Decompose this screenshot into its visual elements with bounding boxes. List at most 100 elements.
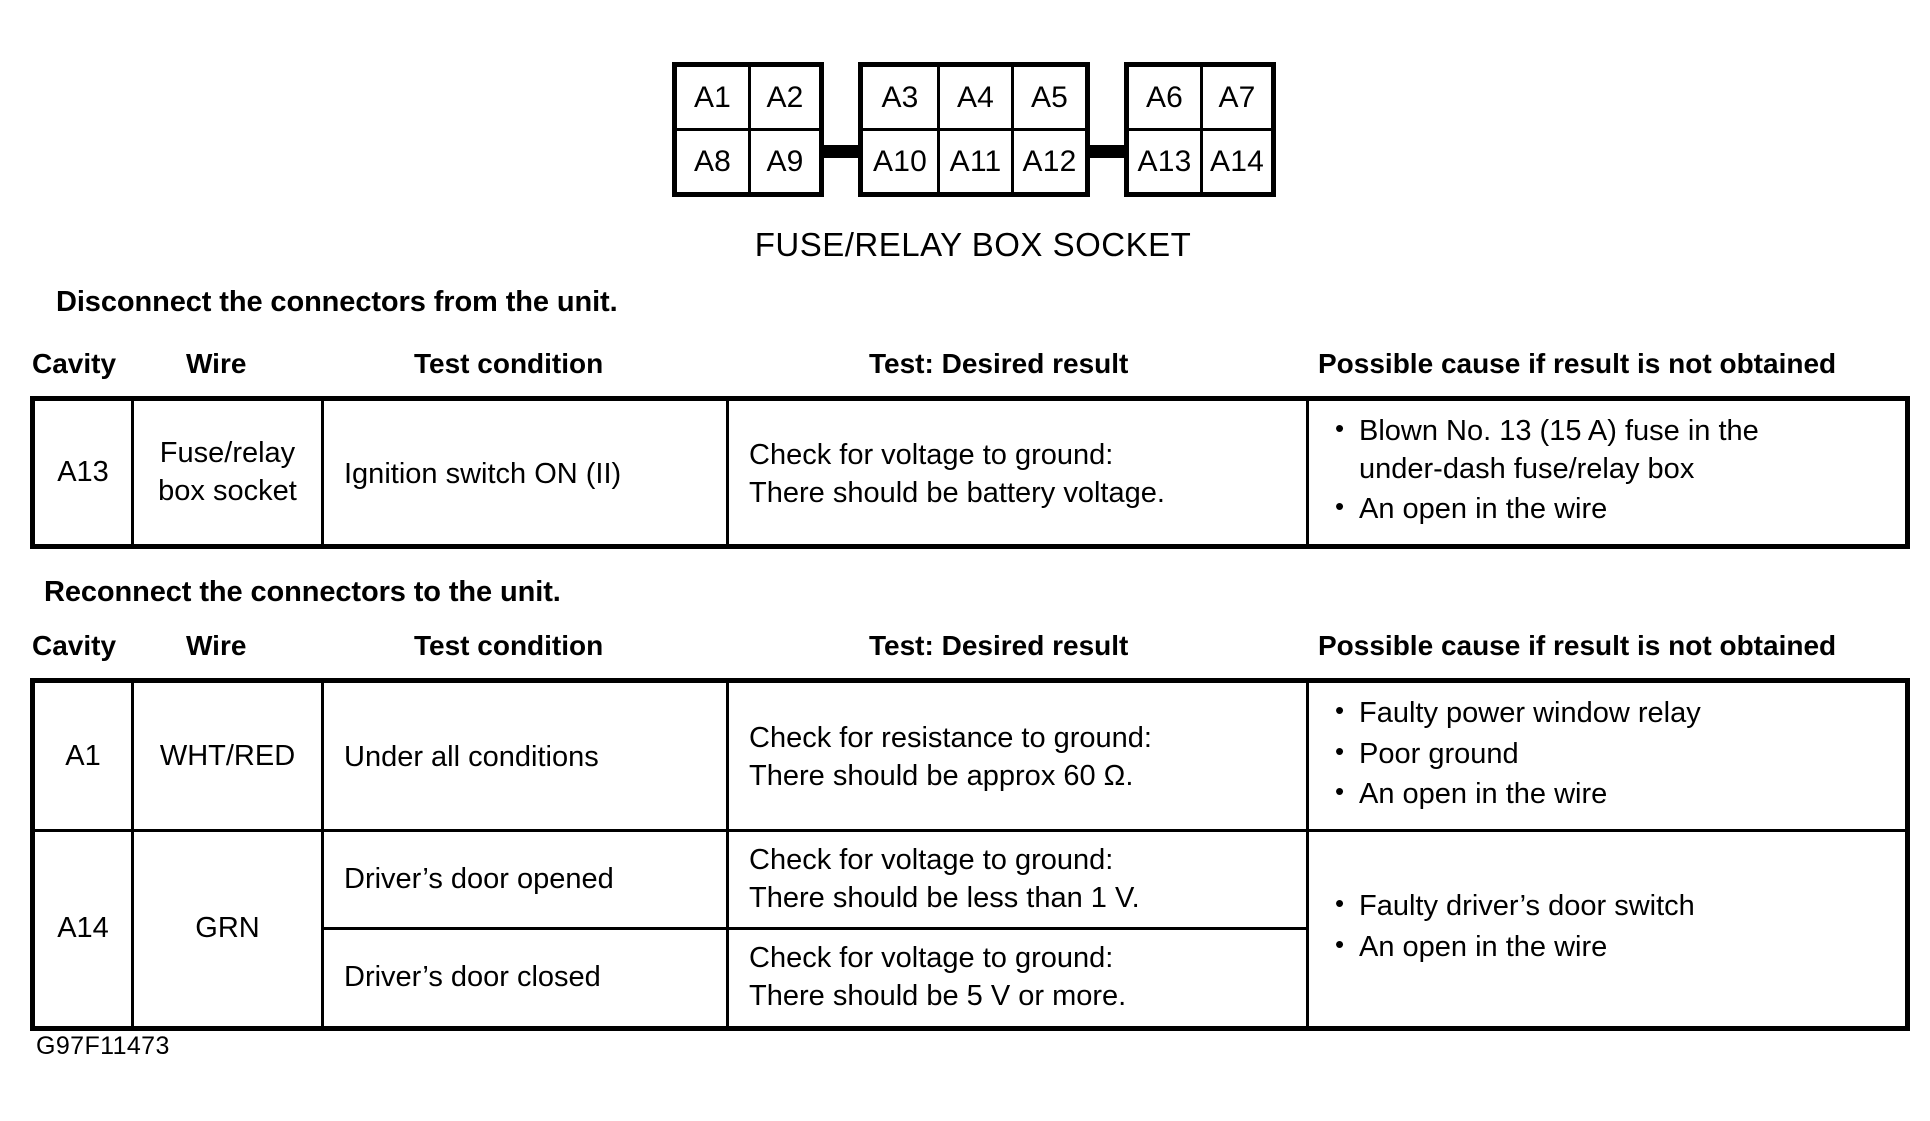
cell-test-result: Check for voltage to ground: There shoul… [726,396,1309,549]
cause-text: Blown No. 13 (15 A) fuse in the [1359,415,1759,447]
connector-block-left: A1 A2 A8 A9 [672,62,824,197]
list-item: Faulty power window relay [1333,694,1895,733]
section-heading-reconnect: Reconnect the connectors to the unit. [44,576,561,608]
connector-block-left-top-row: A1 A2 [677,67,819,131]
socket-cell-a5: A5 [1011,67,1085,128]
test-condition-text: Driver’s door closed [344,961,601,994]
wire-line-2: box socket [158,474,297,507]
cause-text: Faulty power window relay [1359,697,1701,729]
test-condition-text: Under all conditions [344,741,599,774]
reconnect-test-table: A1 WHT/RED Under all conditions Check fo… [30,678,1910,1031]
column-headers-section-1: Cavity Wire Test condition Test: Desired… [0,348,1930,388]
connector-block-left-bottom-row: A8 A9 [677,131,819,192]
table-row: A14 GRN Driver’s door opened Check for v… [31,829,1909,1030]
possible-cause-list: Faulty driver’s door switch An open in t… [1309,876,1905,981]
cause-text-continued: under-dash fuse/relay box [1359,452,1695,485]
column-header-possible-cause: Possible cause if result is not obtained [1318,630,1837,661]
socket-cell-a9: A9 [748,131,819,192]
test-result-line-2: There should be less than 1 V. [749,881,1140,914]
column-header-wire: Wire [186,348,247,379]
cell-test-condition: Driver’s door closed [321,927,729,1030]
connector-block-right: A6 A7 A13 A14 [1124,62,1276,197]
cell-possible-cause: Faulty power window relay Poor ground An… [1306,678,1909,833]
socket-cell-a2: A2 [748,67,819,128]
socket-cell-a11: A11 [937,131,1011,192]
cell-wire: GRN [131,829,324,1030]
test-result-line-2: There should be battery voltage. [749,476,1165,509]
table-row: Driver’s door closed Check for voltage t… [33,927,1908,1030]
socket-caption: FUSE/RELAY BOX SOCKET [0,226,1930,264]
socket-cell-a13: A13 [1129,131,1200,192]
list-item: Blown No. 13 (15 A) fuse in the under-da… [1333,412,1895,488]
column-header-cavity: Cavity [32,630,117,661]
possible-cause-list: Faulty power window relay Poor ground An… [1309,683,1905,829]
list-item: Faulty driver’s door switch [1333,887,1895,926]
test-result-line-2: There should be approx 60 Ω. [749,760,1134,793]
socket-cell-a3: A3 [863,67,937,128]
test-result-line-1: Check for voltage to ground: [749,438,1114,471]
column-header-test-result: Test: Desired result [869,348,1129,379]
socket-cell-a7: A7 [1200,67,1271,128]
list-item: An open in the wire [1333,490,1895,529]
column-header-cavity: Cavity [32,348,117,379]
connector-block-center-top-row: A3 A4 A5 [863,67,1085,131]
socket-cell-a14: A14 [1200,131,1271,192]
cell-possible-cause: Blown No. 13 (15 A) fuse in the under-da… [1306,396,1909,549]
test-result-line-1: Check for voltage to ground: [749,942,1114,975]
cause-text: An open in the wire [1359,493,1608,526]
wire-stack: Fuse/relay box socket [134,427,321,518]
connector-block-right-bottom-row: A13 A14 [1129,131,1271,192]
cell-test-condition: Under all conditions [321,678,729,833]
connector-block-right-top-row: A6 A7 [1129,67,1271,131]
test-result-line-1: Check for resistance to ground: [749,722,1152,755]
table-row: A1 WHT/RED Under all conditions Check fo… [31,678,1909,833]
connector-bridge-left [824,145,858,158]
cause-text: Faulty driver’s door switch [1359,890,1695,923]
socket-caption-text: FUSE/RELAY BOX SOCKET [754,226,1192,263]
cell-cavity: A14 [31,829,134,1030]
cause-text: An open in the wire [1359,778,1608,811]
connector-bridge-right [1090,145,1124,158]
socket-cell-a12: A12 [1011,131,1085,192]
socket-cell-a6: A6 [1129,67,1200,128]
list-item: Poor ground [1333,735,1895,774]
fuse-relay-box-socket-diagram: A1 A2 A8 A9 A3 A4 A5 A10 A11 A12 [0,44,1930,274]
test-result-line-2: There should be 5 V or more. [749,980,1127,1013]
cell-wire: Fuse/relay box socket [131,396,324,549]
column-header-wire: Wire [186,630,247,661]
section-heading-disconnect: Disconnect the connectors from the unit. [56,286,618,318]
cell-test-condition: Ignition switch ON (II) [321,396,729,549]
cell-test-condition: Driver’s door opened [321,829,729,931]
list-item: An open in the wire [1333,928,1895,967]
disconnect-test-table: A13 Fuse/relay box socket Ignition switc… [30,396,1910,550]
cell-test-result: Check for resistance to ground: There sh… [726,678,1309,833]
column-header-test-condition: Test condition [414,630,604,661]
test-condition-text: Ignition switch ON (II) [344,457,622,490]
figure-id-code: G97F11473 [36,1032,170,1060]
column-header-test-condition: Test condition [414,348,604,379]
cause-text: Poor ground [1359,737,1519,770]
socket-cell-a8: A8 [677,131,748,192]
column-header-test-result: Test: Desired result [869,630,1129,661]
connector-strip: A1 A2 A8 A9 A3 A4 A5 A10 A11 A12 [672,62,1276,197]
connector-block-center: A3 A4 A5 A10 A11 A12 [858,62,1090,197]
possible-cause-list: Blown No. 13 (15 A) fuse in the under-da… [1309,401,1905,544]
cell-cavity: A1 [31,678,134,833]
column-header-possible-cause: Possible cause if result is not obtained [1318,348,1837,379]
test-condition-text: Driver’s door opened [344,862,614,895]
cell-possible-cause: Faulty driver’s door switch An open in t… [1306,829,1909,1030]
column-headers-section-2: Cavity Wire Test condition Test: Desired… [0,630,1930,670]
wire-line-1: Fuse/relay [159,436,296,469]
connector-block-center-bottom-row: A10 A11 A12 [863,131,1085,192]
socket-cell-a1: A1 [677,67,748,128]
cause-text: An open in the wire [1359,930,1608,963]
list-item: An open in the wire [1333,775,1895,814]
table-row: A13 Fuse/relay box socket Ignition switc… [31,396,1909,549]
cell-test-result: Check for voltage to ground: There shoul… [726,927,1309,1030]
cell-wire: WHT/RED [131,678,324,833]
socket-cell-a4: A4 [937,67,1011,128]
cell-cavity: A13 [31,396,134,549]
test-result-line-1: Check for voltage to ground: [749,844,1114,877]
socket-cell-a10: A10 [863,131,937,192]
cell-test-result: Check for voltage to ground: There shoul… [726,829,1309,931]
